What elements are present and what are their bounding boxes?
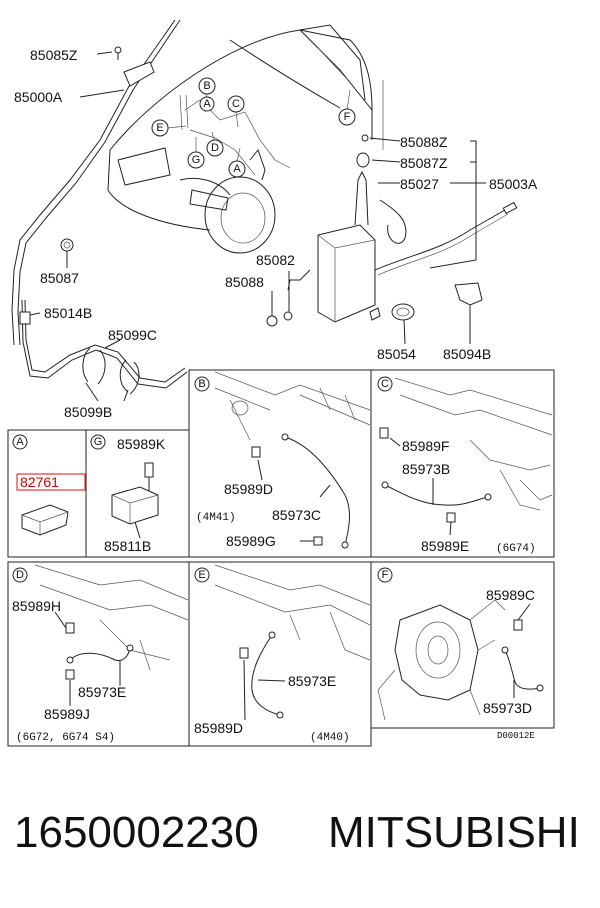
svg-text:D: D: [16, 569, 24, 581]
svg-text:F: F: [344, 111, 351, 123]
label-85085Z: 85085Z: [30, 47, 78, 63]
label-85989C: 85989C: [486, 587, 535, 603]
svg-text:A: A: [16, 436, 24, 448]
label-85811B: 85811B: [104, 538, 151, 554]
label-85973E-d: 85973E: [78, 684, 126, 700]
label-85088Z: 85088Z: [400, 134, 448, 150]
label-85989H: 85989H: [12, 598, 61, 614]
variant-4m41: (4M41): [196, 512, 236, 524]
svg-text:A: A: [233, 163, 241, 175]
svg-text:G: G: [192, 154, 201, 166]
label-85094B: 85094B: [443, 346, 491, 362]
footer: 1650002230 MITSUBISHI: [14, 808, 594, 868]
antenna-cable-85000A: [11, 19, 188, 395]
label-85973E-e: 85973E: [288, 673, 336, 689]
variant-6g72-6g74: (6G72, 6G74 S4): [16, 732, 115, 744]
svg-text:G: G: [94, 436, 103, 448]
label-85989E: 85989E: [421, 538, 469, 554]
svg-text:B: B: [203, 80, 210, 92]
svg-text:A: A: [203, 98, 211, 110]
label-85989D-e: 85989D: [194, 720, 243, 736]
label-85973D: 85973D: [483, 700, 532, 716]
label-85973C: 85973C: [272, 507, 321, 523]
callout-a: A: [228, 160, 246, 178]
callout-c: C: [227, 95, 245, 113]
label-85003A: 85003A: [489, 176, 538, 192]
label-85989F: 85989F: [402, 438, 449, 454]
label-85099C: 85099C: [108, 327, 157, 343]
label-85973B: 85973B: [402, 461, 450, 477]
callout-circles: B A C E G D A F: [151, 77, 356, 178]
callout-a-top: A: [199, 96, 215, 112]
label-85989J: 85989J: [44, 706, 90, 722]
label-85000A: 85000A: [14, 89, 63, 105]
label-85027: 85027: [400, 176, 439, 192]
main-leaders: [29, 51, 486, 402]
vehicle-front-illustration: [107, 24, 373, 254]
antenna-motor-85003A: [266, 80, 518, 327]
svg-text:E: E: [156, 122, 163, 134]
panel-a: A 82761: [7, 429, 87, 558]
label-85082: 85082: [256, 252, 295, 268]
label-85989K: 85989K: [117, 436, 166, 452]
panel-d: D 85989H 85973E 85989J (6G72, 6G74 S4): [7, 561, 190, 747]
label-85989G: 85989G: [226, 533, 276, 549]
variant-4m40: (4M40): [310, 732, 350, 744]
panel-b: B 85989D (4M41) 85973C 85989G: [188, 369, 372, 558]
svg-text:C: C: [232, 98, 240, 110]
panel-g: G 85989K 85811B: [85, 429, 190, 558]
drawing-code: D00012E: [497, 731, 535, 741]
label-85989D-b: 85989D: [224, 481, 273, 497]
svg-text:F: F: [382, 569, 389, 581]
part-82761-highlight: [16, 473, 86, 491]
label-85087Z: 85087Z: [400, 155, 448, 171]
panel-e: E 85973E 85989D (4M40): [188, 561, 372, 747]
label-85014B: 85014B: [44, 305, 92, 321]
label-85054: 85054: [377, 346, 416, 362]
callout-f: F: [338, 108, 356, 126]
callout-b: B: [198, 77, 216, 95]
callout-d: D: [206, 139, 224, 157]
callout-g: G: [187, 151, 205, 169]
callout-e: E: [151, 119, 169, 137]
main-part-labels: 85085Z 85000A 85087 85014B 85099C 85099B…: [14, 47, 538, 420]
label-85088: 85088: [225, 274, 264, 290]
label-85099B: 85099B: [64, 404, 112, 420]
part-number: 1650002230: [14, 808, 259, 857]
svg-text:B: B: [198, 378, 205, 390]
variant-6g74: (6G74): [496, 543, 536, 555]
label-82761: 82761: [20, 474, 59, 490]
svg-text:D: D: [211, 142, 219, 154]
svg-text:C: C: [381, 378, 389, 390]
panel-f: F 85989C 85973D: [370, 561, 555, 729]
brand-name: MITSUBISHI: [328, 808, 580, 857]
panel-c: C 85989F 85973B 85989E (6G74): [370, 369, 555, 558]
svg-text:E: E: [198, 569, 205, 581]
label-85087: 85087: [40, 270, 79, 286]
